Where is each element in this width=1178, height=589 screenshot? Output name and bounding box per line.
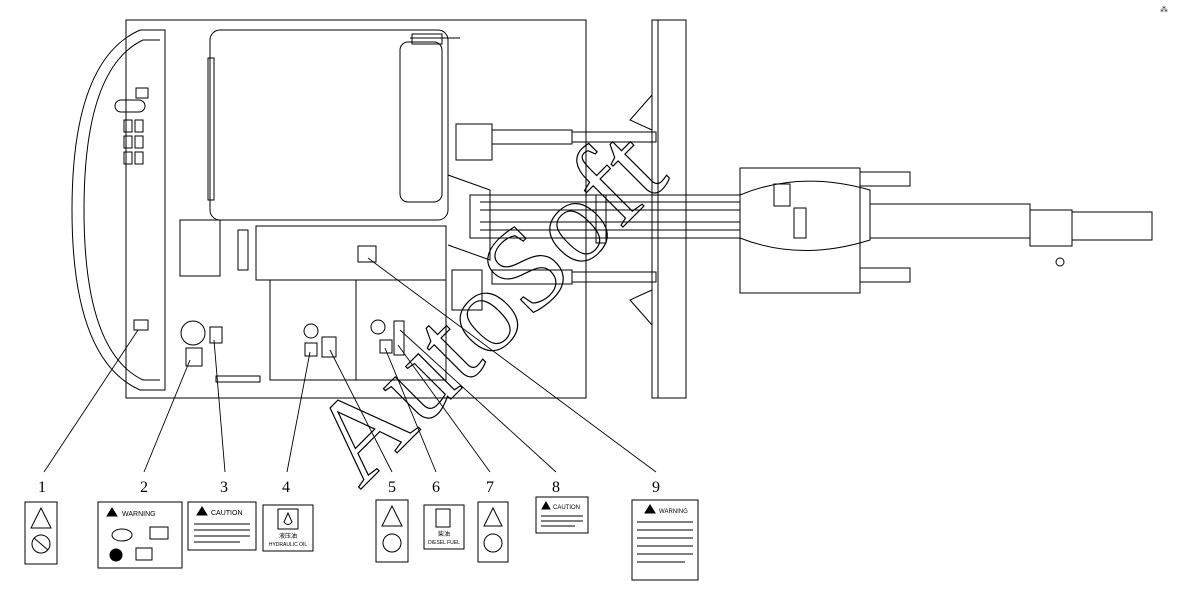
decal-8-caution: CAUTION [535,496,589,534]
decal-3-title: CAUTION [211,510,243,517]
decal-4-hydraulic-oil: 液压油 HYDRAULIC OIL [262,504,314,552]
callout-numbers: 1 2 3 4 5 6 7 8 9 [38,479,660,496]
vent-grille [123,119,144,165]
decal-4-cn-label: 液压油 [279,532,297,540]
callout-1: 1 [38,479,46,496]
callout-7: 7 [486,479,494,496]
decal-6-cn-label: 柴油 [438,530,450,538]
watermark-text: AutoSoft [284,103,689,508]
callout-4: 4 [282,479,290,496]
callout-9: 9 [652,479,660,496]
leader-lines [43,257,657,473]
corner-mark: ⁂ [1160,5,1168,14]
callout-8: 8 [552,479,560,496]
decal-6-en-label: DIESEL FUEL [428,540,460,546]
callout-3: 3 [220,479,228,496]
decal-2-warning: WARNING [97,501,183,569]
decal-9-warning: WARNING [631,499,699,581]
callout-2: 2 [140,479,148,496]
decal-1 [24,501,58,565]
decal-4-en-label: HYDRAULIC OIL [269,542,308,548]
callout-5: 5 [388,479,396,496]
decal-6-diesel-fuel: 柴油 DIESEL FUEL [423,504,465,550]
callout-6: 6 [432,479,440,496]
decal-9-title: WARNING [659,509,688,515]
decal-3-caution: CAUTION [187,501,257,551]
decal-2-title: WARNING [122,511,156,518]
machine-top-view [71,19,1153,399]
decal-8-title: CAUTION [553,505,580,511]
decal-7 [477,501,509,563]
decal-5 [375,499,409,563]
